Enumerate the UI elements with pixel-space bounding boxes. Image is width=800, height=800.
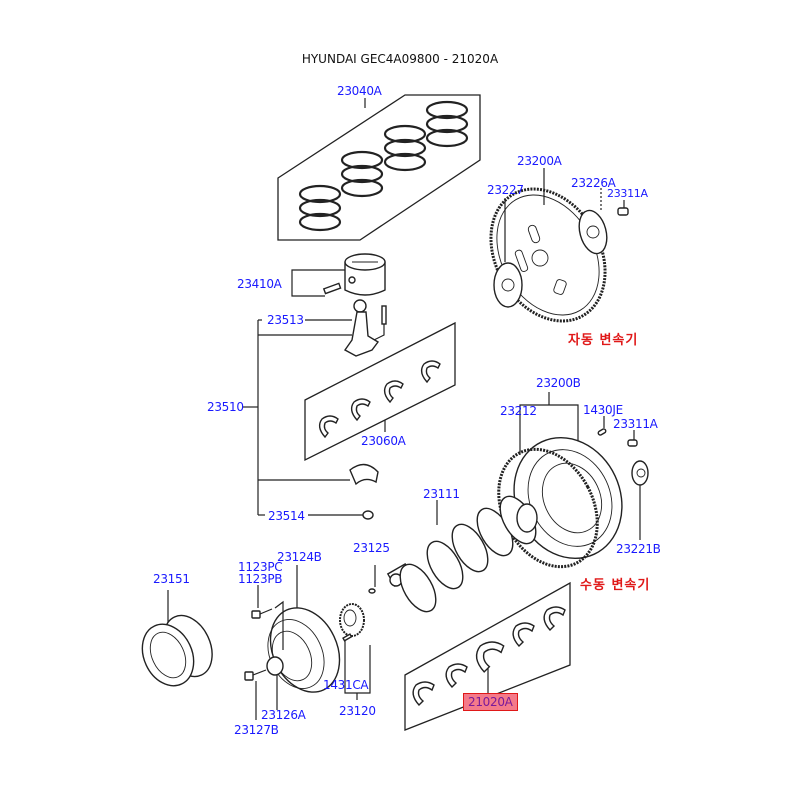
label-23311A-mid[interactable]: 23311A (613, 417, 658, 431)
label-automatic-transmission: 자동 변속기 (568, 333, 639, 348)
label-23200B[interactable]: 23200B (536, 376, 581, 390)
crank-bearing-set[interactable] (404, 581, 571, 731)
rod-cap[interactable] (349, 463, 379, 486)
dowel-pin[interactable] (597, 428, 607, 436)
rod-bearing-shell (350, 398, 371, 422)
diagram-title: HYUNDAI GEC4A09800 - 21020A (301, 52, 499, 66)
piston[interactable] (291, 253, 386, 297)
main-bearing-shell (543, 606, 566, 632)
crankshaft[interactable] (386, 490, 543, 617)
main-bearing-shell (445, 663, 468, 689)
main-bearing-shell (412, 681, 435, 707)
main-bearing-shell (512, 622, 535, 648)
bolt-23311A-mid[interactable] (627, 439, 638, 447)
label-23060A[interactable]: 23060A (361, 434, 406, 448)
rod-bearing-shell (383, 380, 404, 404)
rod-nut[interactable] (362, 510, 374, 520)
rod-bearing-shell (318, 415, 339, 439)
bolt-23311A-top[interactable] (617, 207, 629, 216)
label-23125[interactable]: 23125 (353, 541, 390, 555)
label-23127B[interactable]: 23127B (234, 723, 279, 737)
key-1431CA[interactable] (342, 633, 353, 642)
label-1431CA[interactable]: 1431CA (323, 678, 369, 692)
label-23510[interactable]: 23510 (207, 400, 244, 414)
label-23410A[interactable]: 23410A (237, 277, 282, 291)
pilot-bearing[interactable] (631, 460, 649, 486)
key-23125[interactable] (368, 588, 376, 594)
label-23311A-top[interactable]: 23311A (607, 187, 648, 200)
label-1430JE[interactable]: 1430JE (583, 403, 623, 417)
label-1123PB[interactable]: 1123PB (238, 572, 283, 586)
ring-stack (298, 184, 342, 232)
pulley-bolt-lower[interactable] (244, 669, 267, 681)
label-23126A[interactable]: 23126A (261, 708, 306, 722)
timing-sprocket[interactable] (339, 603, 365, 637)
label-23124B[interactable]: 23124B (277, 550, 322, 564)
label-23221B[interactable]: 23221B (616, 542, 661, 556)
label-23151[interactable]: 23151 (153, 572, 190, 586)
label-23226A[interactable]: 23226A (571, 176, 616, 190)
conrod-bearing-set[interactable] (304, 321, 456, 462)
label-23513[interactable]: 23513 (267, 313, 304, 327)
label-23120[interactable]: 23120 (339, 704, 376, 718)
ring-stack (340, 150, 384, 198)
adapter-plate-23226A[interactable] (575, 207, 612, 256)
ring-stack (425, 100, 469, 148)
label-23040A[interactable]: 23040A (337, 84, 382, 98)
label-23111[interactable]: 23111 (423, 487, 460, 501)
piston-ring-set[interactable] (277, 94, 481, 241)
label-23200A[interactable]: 23200A (517, 154, 562, 168)
flywheel[interactable] (479, 420, 641, 584)
label-1123PC[interactable]: 1123PC (238, 560, 283, 574)
main-bearing-shell (475, 641, 505, 673)
adapter-plate-23227[interactable] (493, 262, 523, 308)
rod-bearing-shell (420, 360, 441, 384)
label-manual-transmission: 수동 변속기 (580, 578, 651, 593)
oil-seal[interactable] (133, 608, 222, 694)
ring-stack (383, 124, 427, 172)
connecting-rod[interactable] (343, 299, 387, 357)
label-23212[interactable]: 23212 (500, 404, 537, 418)
pulley-bolt-upper[interactable] (251, 608, 273, 619)
label-21020A-highlighted[interactable]: 21020A (463, 693, 518, 711)
label-23514[interactable]: 23514 (268, 509, 305, 523)
label-23227[interactable]: 23227 (487, 183, 524, 197)
washer[interactable] (266, 656, 284, 676)
